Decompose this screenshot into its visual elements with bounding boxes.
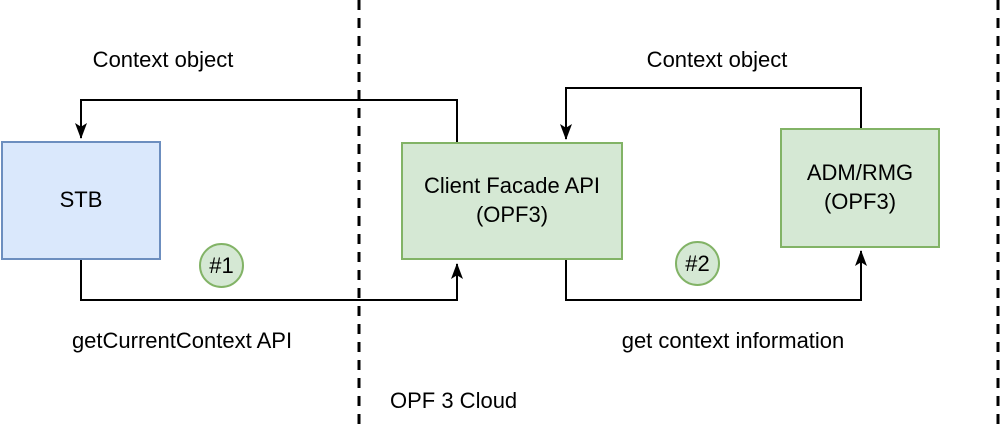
connector-get-context-information-to-adm-rmg [565,250,867,301]
step-badge-1-label: #1 [209,252,234,278]
node-stb: STB [1,141,161,260]
edge-label-context-object-right: Context object [646,47,788,72]
edge-label-getcurrentcontext-api: getCurrentContext API [71,328,293,353]
node-client-facade-api-title: Client Facade API [423,173,601,199]
region-label-opf3-cloud: OPF 3 Cloud [390,388,518,413]
step-badge-2-label: #2 [685,250,710,276]
step-badge-1: #1 [199,243,244,288]
node-stb-title: STB [59,187,103,213]
edge-label-get-context-information: get context information [621,328,845,353]
node-client-facade-api: Client Facade API (OPF3) [401,142,623,260]
connector-getcurrentcontext-to-client-facade [80,260,463,301]
node-client-facade-api-subtitle: (OPF3) [475,202,549,227]
node-adm-rmg-title: ADM/RMG [806,160,914,186]
connector-context-object-to-stb [75,99,458,142]
connector-context-object-to-client-facade [560,87,862,140]
node-adm-rmg-subtitle: (OPF3) [823,189,897,214]
step-badge-2: #2 [675,241,720,286]
edge-label-context-object-left: Context object [92,47,234,72]
node-adm-rmg: ADM/RMG (OPF3) [780,128,940,248]
